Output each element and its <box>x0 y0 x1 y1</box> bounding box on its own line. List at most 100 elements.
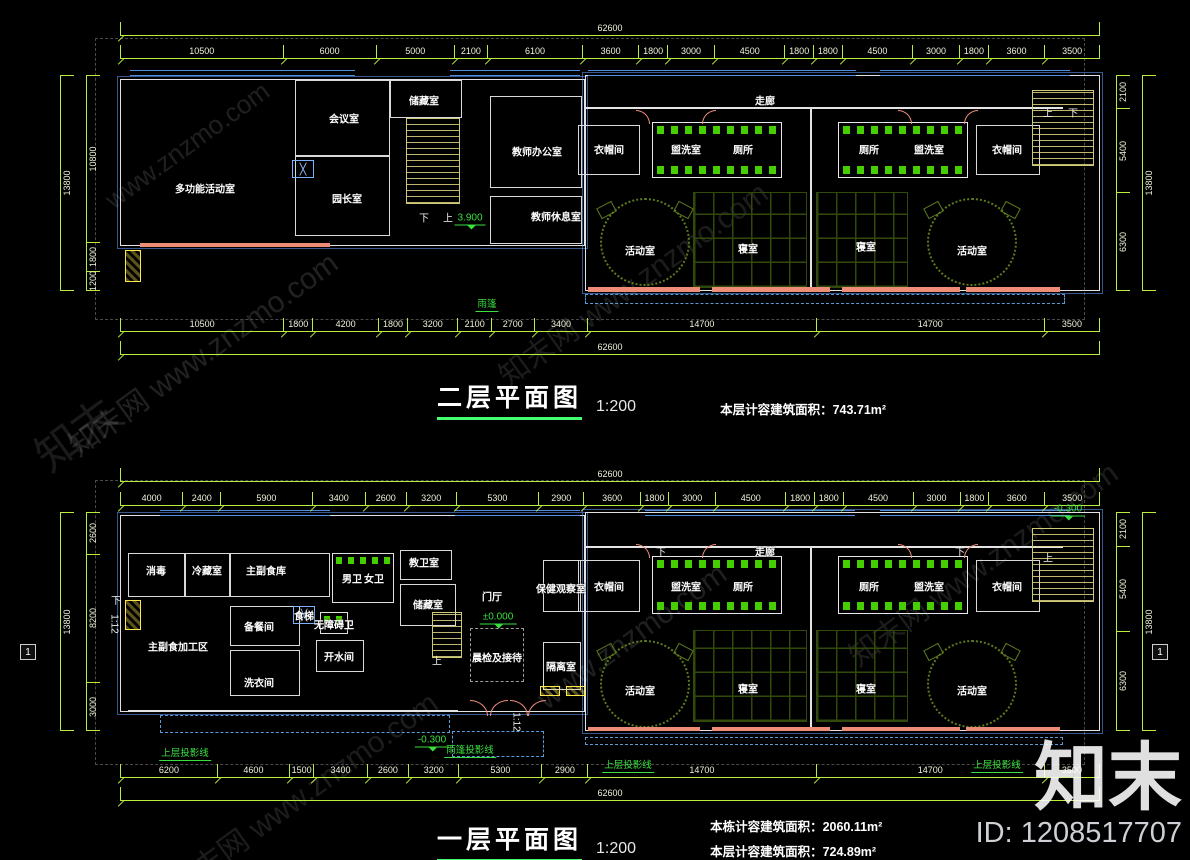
room-label: 门厅 <box>482 592 502 604</box>
sill-shape <box>588 287 700 292</box>
section-mark: 1 <box>20 644 36 660</box>
dim-segment: 3400 <box>311 492 365 505</box>
beds-shape <box>693 192 807 288</box>
dim-segment: 62600 <box>120 787 1100 800</box>
annotation-white: 下 <box>419 213 429 225</box>
dim-segment: 4600 <box>216 764 289 777</box>
wallv-shape <box>810 107 812 291</box>
room-label: 衣帽间 <box>992 582 1022 594</box>
dim-value: 3000 <box>682 493 703 503</box>
sill-shape <box>842 727 960 731</box>
annotation-green: 上层投影线 <box>971 757 1023 773</box>
canopy-shape <box>585 294 1065 304</box>
dim-value: 4600 <box>243 765 264 775</box>
dim-value: 3600 <box>1006 46 1027 56</box>
room-label: 消毒 <box>146 566 166 578</box>
dim-segment: 1800 <box>87 241 100 271</box>
room-label: 教卫室 <box>409 558 439 570</box>
annotation-white: 上 <box>1043 108 1053 120</box>
dimension-col: 13800 <box>60 512 74 731</box>
room-shape <box>128 553 185 597</box>
dim-segment: 3600 <box>583 492 639 505</box>
dim-segment: 3400 <box>313 764 367 777</box>
room-label: 走廊 <box>755 96 775 108</box>
sill-shape <box>712 287 830 292</box>
znzmo-logo: 知末 <box>1034 736 1182 819</box>
room-label: 保健观察室 <box>536 584 586 596</box>
room-label: 会议室 <box>329 114 359 126</box>
dim-value: 4500 <box>739 46 760 56</box>
dim-segment: 4200 <box>312 318 378 331</box>
room-label: 活动室 <box>625 246 655 258</box>
dim-segment: 2700 <box>490 318 534 331</box>
dim-segment: 2100 <box>453 45 487 58</box>
room-label: 厕所 <box>859 582 879 594</box>
annotation-green: 上层投影线 <box>602 757 654 773</box>
room-label: 储藏室 <box>413 600 443 612</box>
dim-value: 4000 <box>141 493 162 503</box>
dim-value: 4500 <box>740 493 761 503</box>
room-shape <box>230 650 300 696</box>
dim-segment: 2600 <box>87 512 100 554</box>
dim-segment: 5300 <box>455 492 538 505</box>
fixcore-shape <box>332 553 394 603</box>
dim-segment: 13800 <box>61 75 74 291</box>
dim-value: 5300 <box>490 765 511 775</box>
wallh-shape <box>585 546 1063 548</box>
room-label: 开水间 <box>324 652 354 664</box>
dim-value: 14700 <box>689 765 715 775</box>
room-label: 多功能活动室 <box>175 184 235 196</box>
window-shape <box>160 510 330 516</box>
room-shape <box>230 553 330 597</box>
room-label: 盥洗室 <box>671 582 701 594</box>
core-shape <box>652 556 782 614</box>
window-shape <box>880 70 1070 76</box>
annotation-level: ±0.000 <box>479 612 517 629</box>
annotation-white: 下 <box>1068 108 1078 120</box>
room-label: 寝室 <box>738 684 758 696</box>
wallh-shape <box>585 107 1063 109</box>
dim-value: 3500 <box>1061 319 1082 329</box>
dim-segment: 3200 <box>406 318 457 331</box>
dim-segment: 3000 <box>666 45 714 58</box>
dim-value: 3400 <box>328 493 349 503</box>
room-shape <box>578 560 640 612</box>
dim-value: 3200 <box>421 493 442 503</box>
dim-segment: 3000 <box>87 682 100 731</box>
sill-shape <box>140 243 330 247</box>
dim-segment: 1800 <box>639 492 669 505</box>
stairs-shape <box>1032 90 1094 166</box>
dim-segment: 3500 <box>1043 764 1100 777</box>
dim-segment: 62600 <box>120 468 1100 481</box>
accent-shape <box>566 686 586 696</box>
dim-segment: 13800 <box>1143 75 1156 291</box>
room-shape <box>400 550 452 580</box>
floor1-title: 一层平面图 <box>437 820 583 860</box>
sill-shape <box>966 287 1060 292</box>
dim-segment: 10500 <box>120 318 283 331</box>
dim-segment: 3500 <box>1043 318 1100 331</box>
dim-value: 3000 <box>926 46 947 56</box>
accent-shape <box>125 600 141 630</box>
annotation-green: 雨篷 <box>475 296 499 312</box>
dim-value: 6200 <box>158 765 179 775</box>
dimension-row: 62600 <box>120 787 1100 801</box>
room-label: 寝室 <box>856 242 876 254</box>
dim-segment: 5000 <box>375 45 454 58</box>
annotation-white: 下 <box>656 547 666 559</box>
floor2-title: 二层平面图 <box>437 378 583 420</box>
beds-shape <box>693 630 807 722</box>
dim-value: 2100 <box>460 46 481 56</box>
dim-value: 3200 <box>423 765 444 775</box>
sill-shape <box>842 287 960 292</box>
room-shape <box>390 80 462 118</box>
dim-value: 6300 <box>1118 670 1128 691</box>
window-shape <box>645 510 855 516</box>
room-shape <box>295 156 390 236</box>
dim-value: 6000 <box>319 46 340 56</box>
window-shape <box>880 510 1070 516</box>
section-mark: 1 <box>1152 644 1168 660</box>
